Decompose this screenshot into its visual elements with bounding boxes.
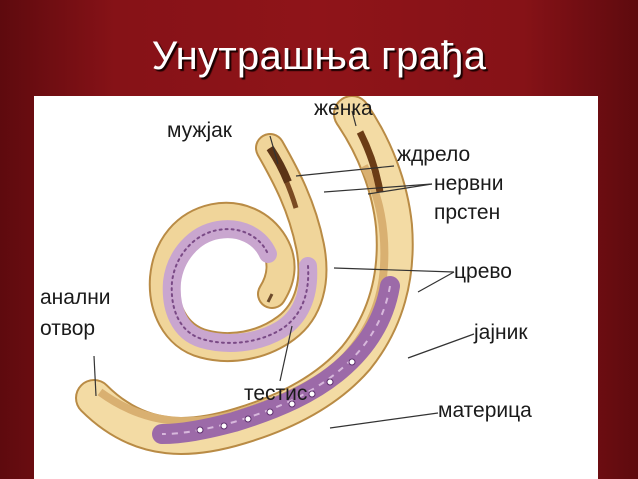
label-testis: тестис <box>244 382 308 405</box>
label-male: мужјак <box>167 119 232 142</box>
slide-title: Унутрашња грађа <box>151 34 487 78</box>
worm-illustration <box>75 96 475 455</box>
label-uterus: материца <box>438 399 532 422</box>
label-ovary: јајник <box>474 321 528 344</box>
female-worm <box>75 96 414 455</box>
pointer-lines <box>93 110 475 429</box>
label-anus-line2: отвор <box>40 317 96 340</box>
label-anus-line1: анални <box>40 286 111 309</box>
label-nerve-ring-line1: нервни <box>434 172 504 195</box>
label-intestine: црево <box>454 260 512 283</box>
label-nerve-ring-line2: прстен <box>434 201 501 224</box>
roundworm-anatomy-figure: мужјак женка ждрело нервни прстен црево … <box>34 96 598 479</box>
label-female: женка <box>314 97 373 120</box>
label-pharynx: ждрело <box>397 143 471 166</box>
male-worm <box>148 133 328 363</box>
